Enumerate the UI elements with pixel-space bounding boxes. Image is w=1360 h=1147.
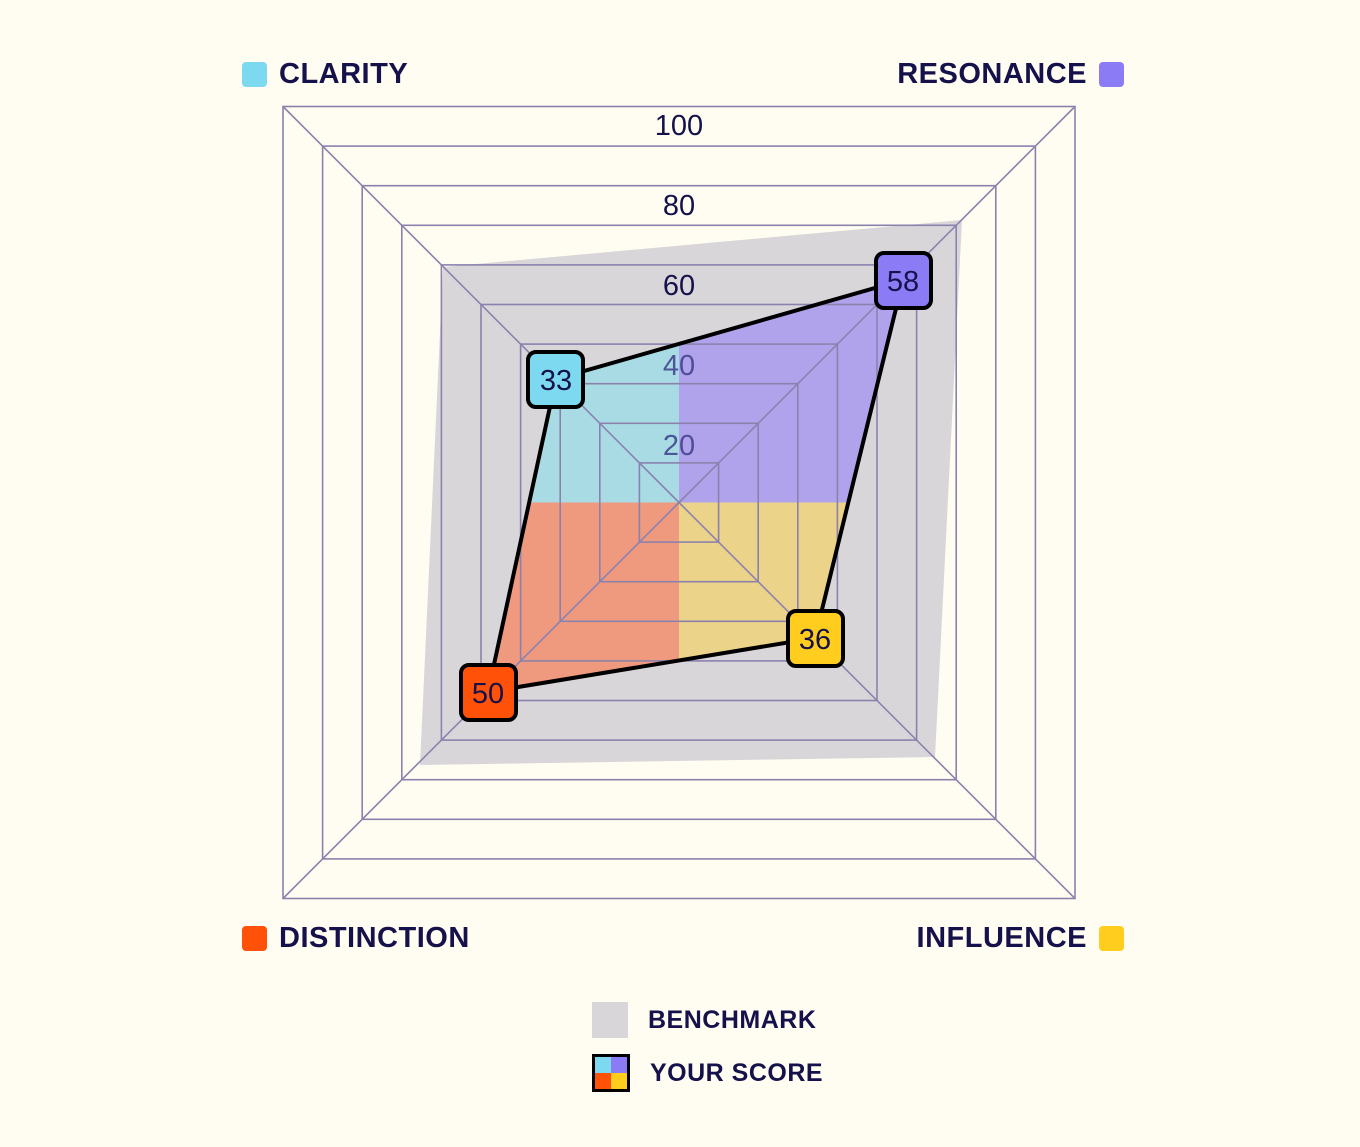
clarity-swatch-icon <box>242 62 267 87</box>
badge-distinction: 50 <box>459 663 518 722</box>
badge-influence-value: 36 <box>799 624 831 656</box>
clarity-label: CLARITY <box>279 58 409 90</box>
badge-distinction-value: 50 <box>472 678 504 710</box>
your-score-swatch-icon <box>592 1054 630 1092</box>
tick-label-100: 100 <box>655 110 703 142</box>
tick-label-80: 80 <box>663 190 695 222</box>
distinction-label: DISTINCTION <box>279 922 470 954</box>
tick-label-20: 20 <box>663 430 695 462</box>
radar-grid <box>282 105 1076 900</box>
tick-labels: 100 80 60 40 20 <box>655 110 703 462</box>
axis-label-resonance: RESONANCE <box>897 58 1124 91</box>
axis-label-influence: INFLUENCE <box>917 922 1124 955</box>
legend-item-benchmark: BENCHMARK <box>592 1000 823 1040</box>
influence-swatch-icon <box>1099 926 1124 951</box>
resonance-label: RESONANCE <box>897 58 1087 90</box>
legend-your-score-label: YOUR SCORE <box>650 1058 824 1087</box>
resonance-swatch-icon <box>1099 62 1124 87</box>
chart-legend: BENCHMARK YOUR SCORE <box>592 1000 823 1106</box>
axis-label-distinction: DISTINCTION <box>242 922 470 955</box>
tick-label-60: 60 <box>663 270 695 302</box>
badge-clarity: 33 <box>526 350 585 409</box>
legend-item-your-score: YOUR SCORE <box>592 1053 823 1093</box>
influence-label: INFLUENCE <box>916 922 1087 954</box>
legend-benchmark-label: BENCHMARK <box>648 1005 817 1034</box>
badge-influence: 36 <box>786 609 845 668</box>
benchmark-swatch-icon <box>592 1002 628 1038</box>
tick-label-40: 40 <box>663 350 695 382</box>
distinction-swatch-icon <box>242 926 267 951</box>
badge-resonance-value: 58 <box>887 266 919 298</box>
badge-resonance: 58 <box>874 251 933 310</box>
axis-label-clarity: CLARITY <box>242 58 408 91</box>
badge-clarity-value: 33 <box>540 365 572 397</box>
